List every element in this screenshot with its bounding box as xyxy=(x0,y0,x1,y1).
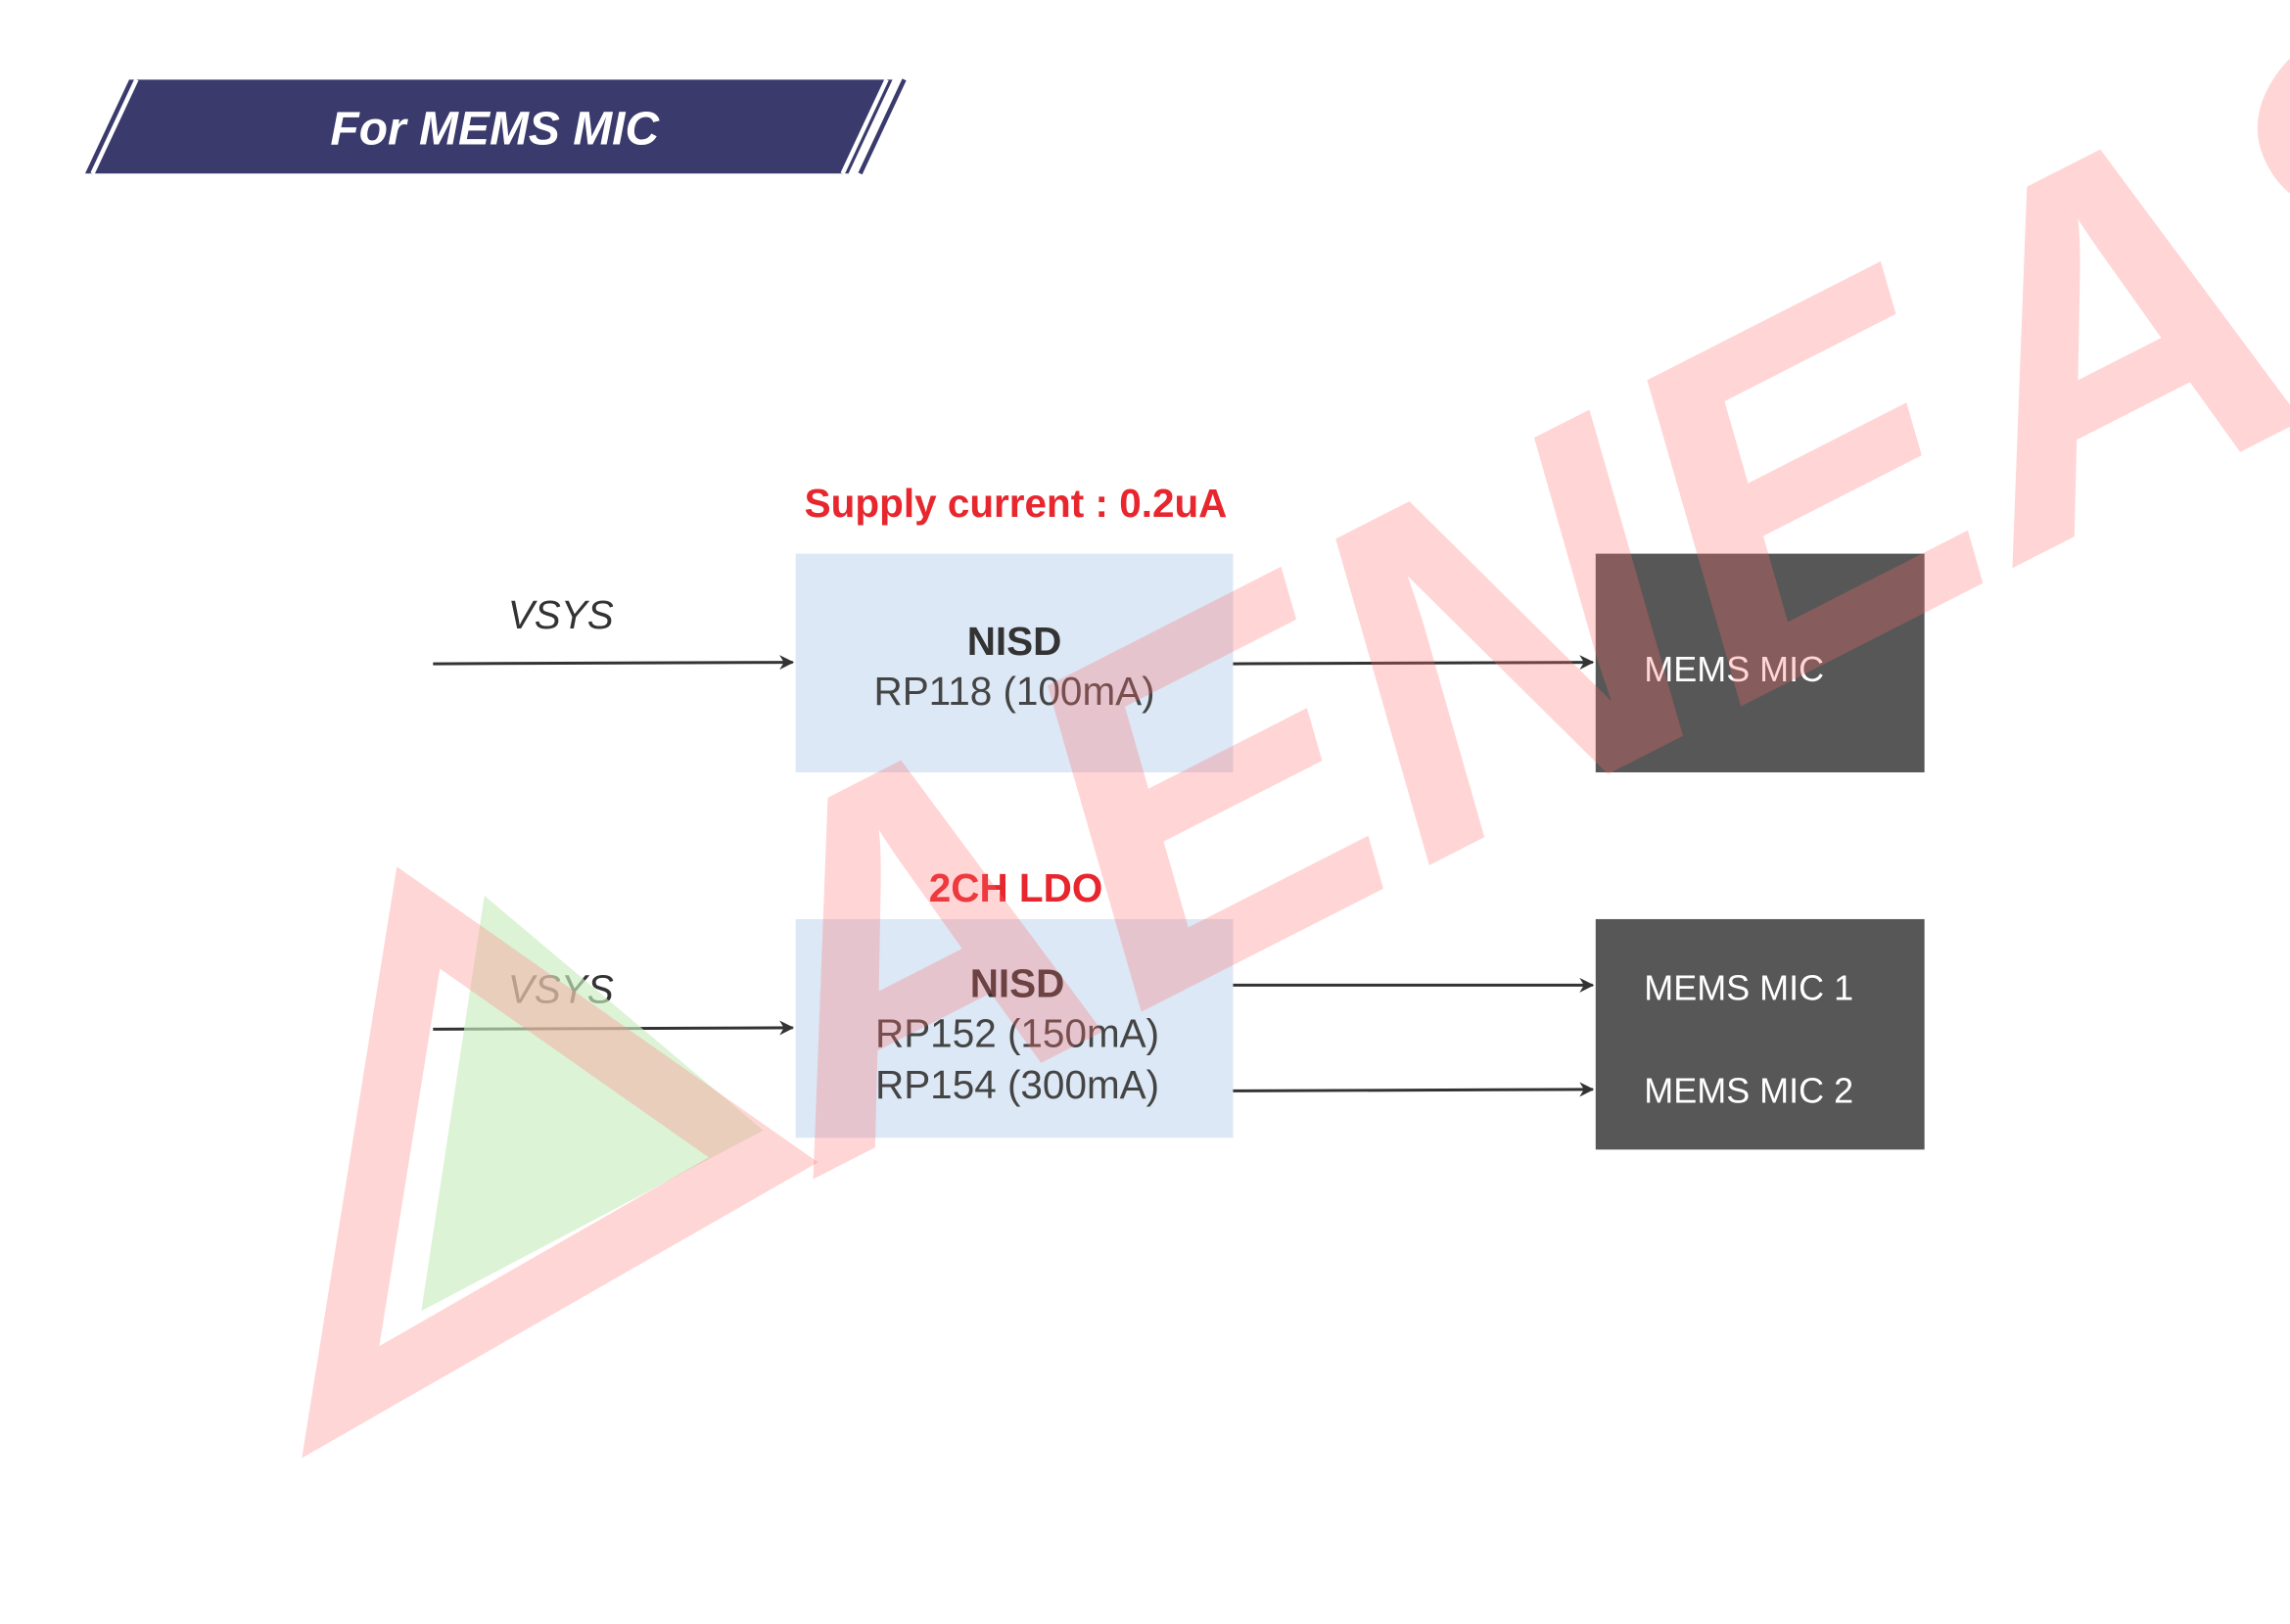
arrow-vsys-top xyxy=(433,655,795,671)
2ch-ldo-note: 2CH LDO xyxy=(929,865,1103,910)
vsys-label-top: VSYS xyxy=(508,592,614,637)
ldo-box-bottom xyxy=(795,918,1234,1138)
arrow-mic-top xyxy=(1233,655,1595,671)
page-title: For MEMS MIC xyxy=(330,103,660,155)
mic-label: MEMS MIC 2 xyxy=(1644,1070,1853,1110)
mic-box-top xyxy=(1595,553,1925,773)
ldo-name-top: NISD xyxy=(967,619,1062,664)
ldo-part: RP152 (150mA) xyxy=(875,1010,1159,1055)
watermark-green-triangle-icon xyxy=(421,895,764,1312)
mic-box-bottom xyxy=(1595,918,1925,1150)
ldo-box-top xyxy=(795,553,1234,773)
title-banner: For MEMS MIC xyxy=(84,78,907,175)
mic-label: MEMS MIC xyxy=(1644,649,1824,689)
ldo-name-bottom: NISD xyxy=(970,960,1065,1005)
vsys-label-bottom: VSYS xyxy=(508,966,614,1011)
mic-label: MEMS MIC 1 xyxy=(1644,967,1853,1007)
arrow-vsys-bottom xyxy=(433,1020,795,1036)
aeneas-watermark: AENEAS xyxy=(302,0,2290,1459)
supply-current-note: Supply current : 0.2uA xyxy=(805,481,1228,526)
ldo-part: RP154 (300mA) xyxy=(875,1062,1159,1107)
ldo-part: RP118 (100mA) xyxy=(873,669,1154,714)
